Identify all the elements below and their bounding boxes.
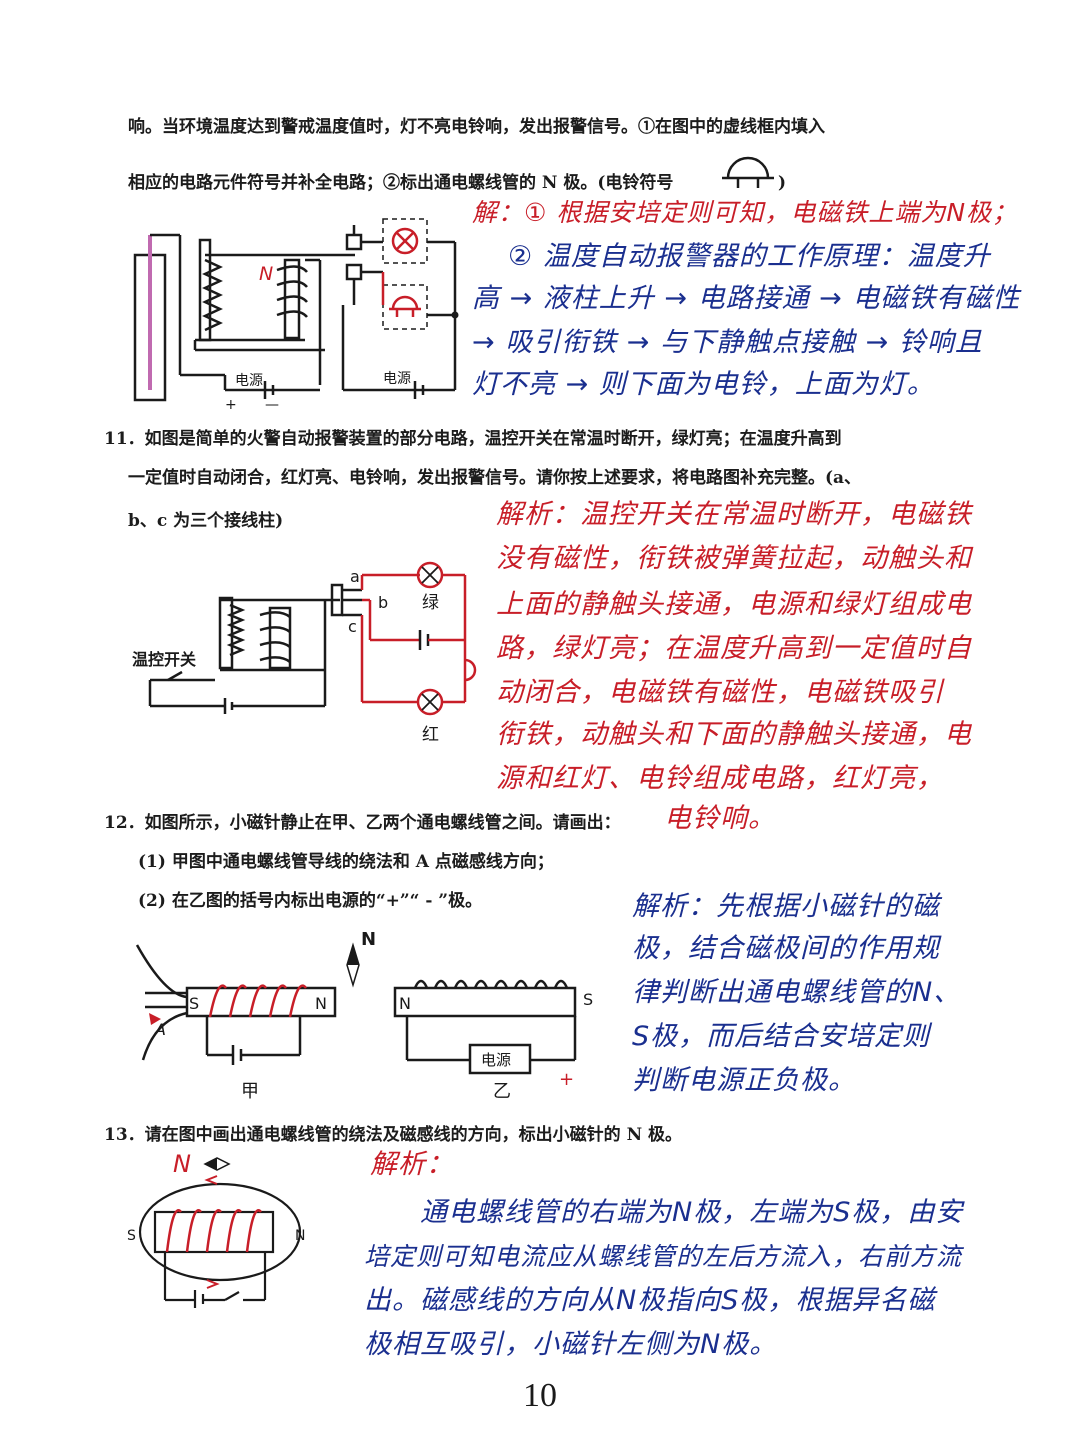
q11-answer-line2: 没有磁性，衔铁被弹簧拉起，动触头和 [496, 543, 972, 574]
q10-source1-label: 电源 [235, 373, 263, 389]
q10-answer-line5: 灯不亮 → 则下面为电铃，上面为灯。 [472, 369, 935, 400]
q10-text-line2-end: ) [778, 173, 787, 193]
q13-answer-line4: 极相互吸引，小磁针左侧为N极。 [364, 1329, 778, 1360]
q12-yi-s: S [583, 990, 593, 1009]
q11-circuit-diagram: a b c 绿 红 温控开关 [131, 561, 477, 745]
q11-terminal-a: a [350, 567, 360, 586]
q11-text-line3: b、c 为三个接线柱) [128, 511, 284, 531]
q10-answer-line4: → 吸引衔铁 → 与下静触点接触 → 铃响且 [472, 327, 983, 358]
q11-terminal-b: b [378, 593, 388, 612]
q12-sub1: (1) 甲图中通电螺线管导线的绕法和 A 点磁感线方向； [138, 852, 554, 872]
q11-answer-line3: 上面的静触头接通，电源和绿灯组成电 [496, 589, 972, 620]
q10-text-line1: 响。当环境温度达到警戒温度值时，灯不亮电铃响，发出报警信号。①在图中的虚线框内填… [128, 117, 825, 137]
q13-answer-line3: 出。磁感线的方向从N极指向S极，根据异名磁 [364, 1285, 936, 1316]
q12-jia-n: N [315, 994, 327, 1013]
q11-green-lamp-label: 绿 [422, 593, 439, 613]
q12-plus-answer: + [559, 1069, 574, 1090]
q11-answer-line4: 路，绿灯亮；在温度升高到一定值时自 [496, 633, 972, 664]
q13-answer-title: 解析： [370, 1149, 454, 1180]
q12-point-a: A [154, 1020, 166, 1039]
q10-source2-label: 电源 [383, 371, 411, 387]
q12-text-line1: 12．如图所示，小磁针静止在甲、乙两个通电螺线管之间。请画出： [104, 813, 621, 833]
q10-text-line2: 相应的电路元件符号并补全电路；②标出通电螺线管的 N 极。(电铃符号 [128, 173, 674, 193]
q12-answer-line1: 解析：先根据小磁针的磁 [632, 891, 940, 922]
q13-n-label: N [295, 1228, 305, 1244]
q12-label-jia: 甲 [241, 1081, 259, 1102]
q10-answer-line2: ② 温度自动报警器的工作原理：温度升 [508, 241, 991, 272]
q11-answer-line7: 源和红灯、电铃组成电路，红灯亮， [496, 763, 944, 794]
q11-terminal-c: c [348, 617, 357, 636]
q12-label-yi: 乙 [493, 1081, 511, 1102]
q11-answer-line8: 电铃响。 [664, 803, 776, 834]
q12-source-label: 电源 [481, 1051, 511, 1069]
q12-answer-line3: 律判断出通电螺线管的N、 [632, 977, 962, 1008]
q12-answer-line5: 判断电源正负极。 [632, 1065, 856, 1096]
q13-s-label: S [127, 1228, 136, 1244]
q11-red-lamp-label: 红 [422, 725, 439, 745]
q11-answer-line5: 动闭合，电磁铁有磁性，电磁铁吸引 [496, 677, 944, 708]
q11-switch-label: 温控开关 [131, 650, 196, 669]
q13-solenoid-diagram: N S N [127, 1150, 305, 1308]
q10-plus-label: + [225, 397, 237, 413]
q13-n-hand: N [173, 1150, 191, 1178]
q10-answer-line1: 解：① 根据安培定则可知，电磁铁上端为N极； [472, 198, 1019, 227]
q12-solenoid-diagram: N S N A 甲 N S 电源 乙 + [135, 929, 593, 1102]
q11-answer-line6: 衔铁，动触头和下面的静触头接通，电 [496, 719, 972, 750]
q12-answer-line4: S极，而后结合安培定则 [632, 1021, 931, 1052]
q10-circuit-diagram: N 电源 电源 + — [133, 218, 459, 413]
q11-answer-line1: 解析：温控开关在常温时断开，电磁铁 [496, 499, 972, 530]
q13-answer-line2: 培定则可知电流应从螺线管的左后方流入，右前方流 [364, 1242, 963, 1271]
page-number: 10 [523, 1377, 557, 1414]
q11-text-line1: 11．如图是简单的火警自动报警装置的部分电路，温控开关在常温时断开，绿灯亮；在温… [104, 429, 842, 449]
q13-answer-line1: 通电螺线管的右端为N极，左端为S极，由安 [420, 1197, 964, 1228]
q12-yi-n: N [399, 994, 411, 1013]
q12-compass-n: N [361, 929, 376, 950]
q11-text-line2: 一定值时自动闭合，红灯亮、电铃响，发出报警信号。请你按上述要求，将电路图补充完整… [128, 468, 862, 488]
q12-answer-line2: 极，结合磁极间的作用规 [632, 933, 940, 964]
q10-minus-label: — [265, 397, 279, 413]
q12-jia-s: S [189, 994, 199, 1013]
q10-n-pole-label: N [259, 263, 273, 285]
q10-answer-line3: 高 → 液柱上升 → 电路接通 → 电磁铁有磁性 [472, 283, 1021, 314]
q13-text-line1: 13．请在图中画出通电螺线管的绕法及磁感线的方向，标出小磁针的 N 极。 [104, 1125, 683, 1145]
bell-symbol-icon [722, 156, 774, 188]
q12-sub2: (2) 在乙图的括号内标出电源的“+”“ - ”极。 [138, 891, 483, 911]
